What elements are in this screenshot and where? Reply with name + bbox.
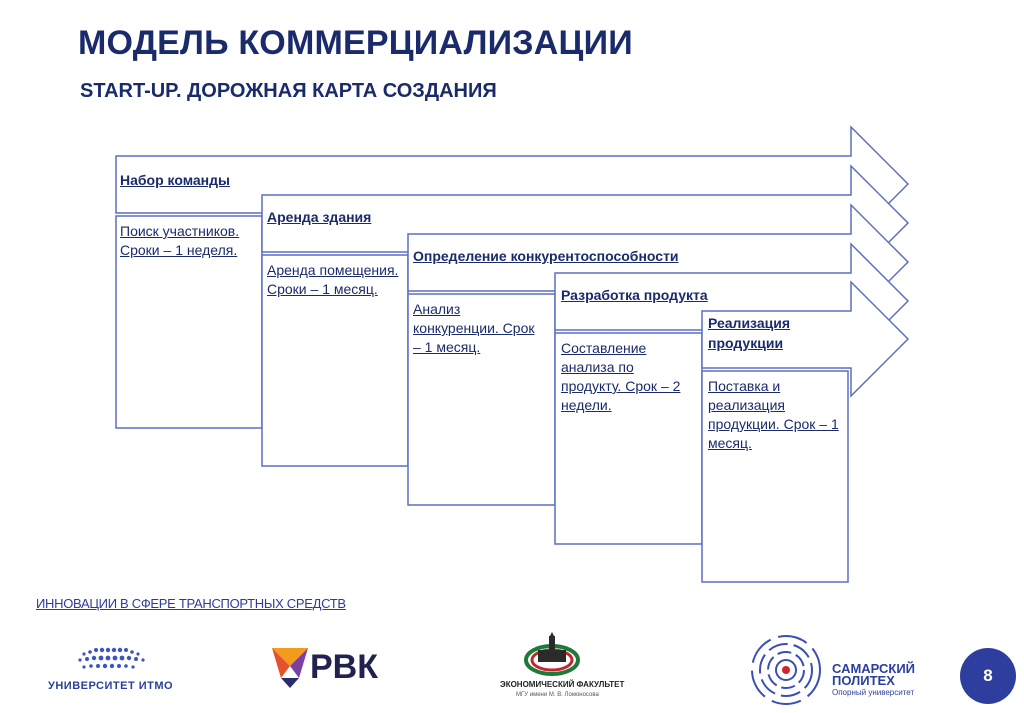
econ-faculty-subtitle: МГУ имени М. В. Ломоносова: [516, 692, 599, 698]
stage-3-description: Анализ конкуренции. Срок – 1 месяц.: [413, 301, 535, 355]
polytech-circles-icon: [751, 635, 821, 705]
footer-topic-link[interactable]: ИННОВАЦИИ В СФЕРЕ ТРАНСПОРТНЫХ СРЕДСТВ: [36, 596, 346, 611]
page-subtitle: START-UP. ДОРОЖНАЯ КАРТА СОЗДАНИЯ: [80, 80, 497, 102]
stage-2-title: Аренда здания: [267, 209, 372, 225]
stage-4-description: Составление анализа по продукту. Срок – …: [561, 340, 681, 413]
stage-5-title: Реализация продукции: [708, 315, 791, 351]
stage-1-description: Поиск участников. Сроки – 1 неделя.: [120, 223, 240, 258]
page-title: МОДЕЛЬ КОММЕРЦИАЛИЗАЦИИ: [78, 24, 633, 62]
samara-polytech-logo: САМАРСКИЙ ПОЛИТЕХ Опорный университет: [748, 632, 938, 708]
stage-5-box: [701, 370, 849, 583]
stage-2-description: Аренда помещения. Сроки – 1 месяц.: [267, 262, 399, 297]
polytech-line-1: САМАРСКИЙ: [832, 661, 916, 676]
rvk-triangle-icon: [272, 648, 308, 688]
rvk-logo-text: РВК: [310, 648, 378, 686]
stage-1-title: Набор команды: [120, 172, 230, 188]
stage-4-box: [554, 332, 703, 545]
msu-emblem-icon: [524, 632, 580, 676]
stage-3-title: Определение конкурентоспособности: [413, 248, 679, 264]
stage-2-box: [261, 254, 409, 467]
stage-5-description: Поставка и реализация продукции. Срок – …: [708, 378, 839, 451]
itmo-dots-icon: [78, 647, 145, 669]
polytech-line-3: Опорный университет: [832, 688, 915, 697]
stage-4-title: Разработка продукта: [561, 287, 708, 303]
polytech-line-2: ПОЛИТЕХ: [832, 673, 895, 688]
itmo-logo-text: УНИВЕРСИТЕТ ИТМО: [48, 680, 174, 692]
econ-faculty-logo: ЭКОНОМИЧЕСКИЙ ФАКУЛЬТЕТ МГУ имени М. В. …: [494, 632, 644, 706]
econ-faculty-title: ЭКОНОМИЧЕСКИЙ ФАКУЛЬТЕТ: [500, 680, 625, 689]
page-number-badge: 8: [960, 648, 1016, 704]
stage-5-arrow: [701, 280, 910, 398]
itmo-logo: УНИВЕРСИТЕТ ИТМО: [44, 640, 184, 700]
rvk-logo: РВК: [270, 644, 400, 692]
